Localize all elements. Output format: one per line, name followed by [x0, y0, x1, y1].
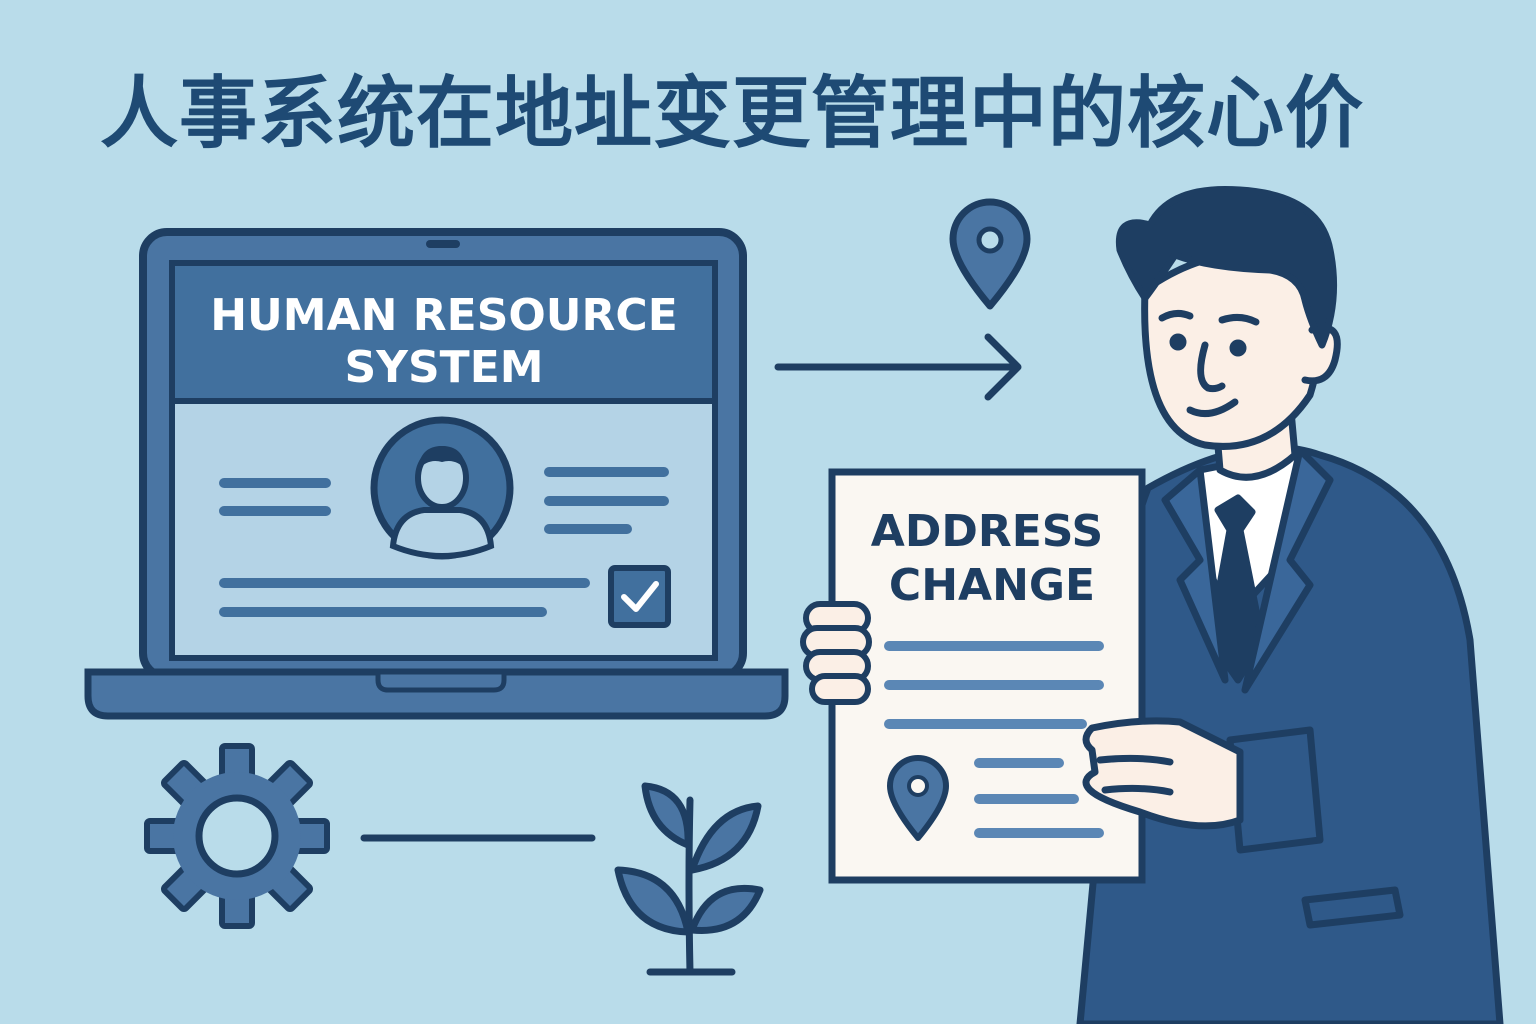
user-avatar-icon — [370, 416, 514, 560]
right-hand — [1082, 717, 1324, 854]
left-hand — [800, 601, 872, 705]
headline: 人事系统在地址变更管理中的核心价 — [100, 69, 1365, 159]
document-location-pin-icon — [887, 755, 949, 841]
location-pin-icon — [949, 198, 1031, 310]
hr-system-title-line2: SYSTEM — [344, 342, 543, 393]
checkbox-checked-icon — [608, 565, 671, 628]
document-title-line2: CHANGE — [889, 560, 1095, 611]
hr-system-title-line1: HUMAN RESOURCE — [210, 290, 678, 341]
address-document-icon: ADDRESS CHANGE — [828, 468, 1146, 884]
arrow-right-icon — [774, 333, 1022, 401]
document-title-line1: ADDRESS — [871, 506, 1103, 557]
gear-icon — [144, 743, 330, 929]
plant-sprout-icon — [614, 782, 764, 976]
laptop-icon: HUMAN RESOURCE SYSTEM — [84, 228, 789, 720]
